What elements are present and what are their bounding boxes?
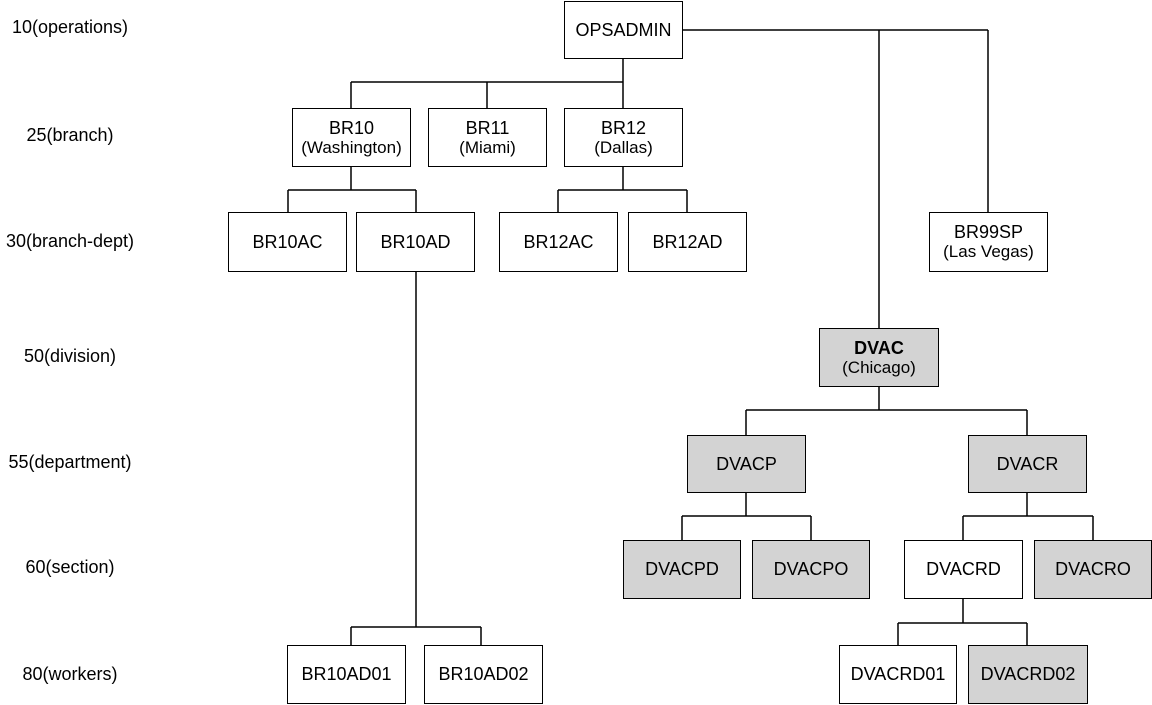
node-dvacpd: DVACPD — [623, 540, 741, 599]
node-br99sp: BR99SP (Las Vegas) — [929, 212, 1048, 272]
node-name: DVACP — [716, 453, 777, 474]
node-dvacr: DVACR — [968, 435, 1087, 493]
node-name: OPSADMIN — [575, 19, 672, 40]
node-name: BR10AD — [380, 231, 451, 252]
level-label-department: 55(department) — [8, 452, 132, 472]
node-name: DVACPD — [645, 559, 719, 579]
level-label-workers: 80(workers) — [22, 664, 118, 684]
node-br10ad01: BR10AD01 — [287, 645, 406, 704]
level-label-division: 50(division) — [23, 346, 117, 366]
node-location: (Dallas) — [594, 137, 653, 157]
node-name: BR99SP — [953, 222, 1024, 242]
node-name: DVACRO — [1055, 559, 1131, 579]
node-name: BR11 — [465, 117, 510, 138]
node-name: DVACRD01 — [850, 664, 946, 684]
node-br10ad02: BR10AD02 — [424, 645, 543, 704]
node-name: BR10 — [328, 117, 375, 138]
node-name: BR12AC — [523, 231, 594, 252]
node-dvacrd01: DVACRD01 — [839, 645, 957, 704]
node-name: DVACPO — [773, 559, 849, 579]
node-br12: BR12 (Dallas) — [564, 108, 683, 167]
level-label-section: 60(section) — [25, 557, 115, 577]
node-name: DVACRD02 — [980, 664, 1076, 684]
node-name: BR10AD02 — [438, 664, 529, 684]
node-dvac: DVAC (Chicago) — [819, 328, 939, 387]
node-name: DVACR — [996, 453, 1059, 474]
node-location: (Washington) — [301, 137, 402, 157]
node-dvacro: DVACRO — [1034, 540, 1152, 599]
node-name: DVACRD — [926, 559, 1001, 579]
node-opsadmin: OPSADMIN — [564, 1, 683, 59]
level-label-operations: 10(operations) — [11, 17, 129, 37]
level-label-branch: 25(branch) — [26, 125, 114, 145]
node-br12ac: BR12AC — [499, 212, 618, 272]
node-br10ad: BR10AD — [356, 212, 475, 272]
node-dvacpo: DVACPO — [752, 540, 870, 599]
node-name: BR10AC — [252, 231, 323, 252]
node-location: (Las Vegas) — [943, 242, 1034, 261]
node-br10ac: BR10AC — [228, 212, 347, 272]
node-br10: BR10 (Washington) — [292, 108, 411, 167]
node-dvacrd: DVACRD — [904, 540, 1023, 599]
node-location: (Chicago) — [842, 357, 916, 377]
node-dvacp: DVACP — [687, 435, 806, 493]
node-br12ad: BR12AD — [628, 212, 747, 272]
node-name: BR10AD01 — [301, 664, 392, 684]
node-br11: BR11 (Miami) — [428, 108, 547, 167]
node-name: BR12AD — [652, 231, 723, 252]
node-name: DVAC — [854, 337, 904, 358]
node-name: BR12 — [600, 117, 647, 138]
node-location: (Miami) — [459, 137, 516, 157]
level-label-branch-dept: 30(branch-dept) — [5, 231, 135, 251]
node-dvacrd02: DVACRD02 — [968, 645, 1088, 704]
